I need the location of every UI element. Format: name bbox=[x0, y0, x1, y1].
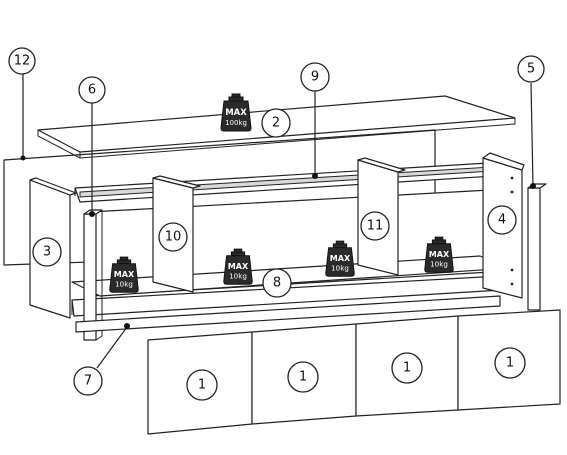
callout-12: 12 bbox=[8, 47, 36, 75]
callout-9: 9 bbox=[300, 62, 330, 92]
svg-text:12: 12 bbox=[14, 54, 31, 69]
callout-6: 6 bbox=[78, 76, 106, 104]
weight-max-label: MAX bbox=[429, 250, 450, 259]
svg-text:1: 1 bbox=[403, 361, 411, 376]
weight-max-label: MAX bbox=[228, 262, 249, 271]
callout-1c: 1 bbox=[391, 352, 423, 384]
weight-max-label: MAX bbox=[114, 270, 135, 279]
bottom-rail bbox=[75, 295, 501, 333]
callout-1a: 1 bbox=[186, 369, 218, 401]
svg-text:3: 3 bbox=[43, 245, 51, 260]
weight-load-label: 10kg bbox=[430, 260, 448, 269]
callout-5: 5 bbox=[517, 55, 545, 83]
weight-max-label: MAX bbox=[225, 108, 247, 118]
svg-text:9: 9 bbox=[311, 70, 319, 85]
hinge-holes bbox=[510, 176, 514, 286]
weight-load-label: 100kg bbox=[225, 119, 247, 127]
callout-7: 7 bbox=[73, 366, 103, 396]
svg-text:6: 6 bbox=[88, 83, 96, 98]
svg-text:10: 10 bbox=[165, 230, 182, 245]
svg-text:7: 7 bbox=[84, 374, 92, 389]
svg-text:1: 1 bbox=[506, 356, 514, 371]
callout-1b: 1 bbox=[287, 361, 319, 393]
weight-load-label: 10kg bbox=[331, 264, 349, 273]
svg-text:5: 5 bbox=[527, 62, 535, 77]
svg-text:2: 2 bbox=[272, 116, 280, 131]
svg-text:1: 1 bbox=[198, 378, 206, 393]
callout-10: 10 bbox=[158, 222, 188, 252]
svg-text:8: 8 bbox=[273, 276, 281, 291]
callout-3: 3 bbox=[32, 237, 62, 267]
callout-11: 11 bbox=[360, 211, 390, 241]
weight-max-label: MAX bbox=[330, 254, 351, 263]
svg-text:1: 1 bbox=[299, 370, 307, 385]
callout-4: 4 bbox=[487, 205, 517, 235]
right-leg bbox=[527, 187, 541, 311]
svg-text:11: 11 bbox=[367, 219, 384, 234]
svg-text:4: 4 bbox=[498, 213, 506, 228]
callout-2: 2 bbox=[261, 108, 291, 138]
weight-load-label: 10kg bbox=[115, 280, 133, 289]
weight-load-label: 10kg bbox=[229, 272, 247, 281]
leader-lines bbox=[20, 73, 536, 369]
callout-1d: 1 bbox=[494, 347, 526, 379]
callout-8: 8 bbox=[262, 268, 292, 298]
